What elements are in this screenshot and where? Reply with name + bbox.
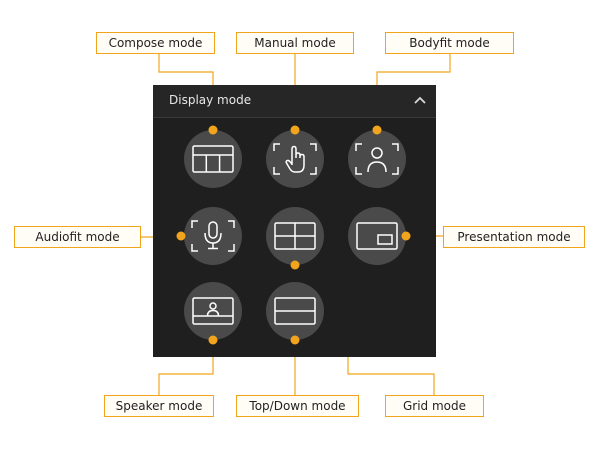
audiofit-mode-label: Audiofit mode	[14, 226, 141, 248]
speaker-mode-button[interactable]	[184, 282, 242, 340]
grid-layout-icon	[274, 222, 316, 250]
panel-title: Display mode	[169, 93, 252, 107]
leader-speaker	[158, 340, 214, 396]
hand-pointer-icon	[273, 143, 317, 175]
speaker-layout-icon	[192, 297, 234, 325]
presentation-mode-button[interactable]	[348, 207, 406, 265]
manual-mode-button[interactable]	[266, 130, 324, 188]
person-frame-icon	[355, 143, 399, 175]
grid-mode-button[interactable]	[266, 207, 324, 265]
bodyfit-mode-button[interactable]	[348, 130, 406, 188]
presentation-layout-icon	[356, 222, 398, 250]
compose-layout-icon	[192, 145, 234, 173]
top-down-layout-icon	[274, 297, 316, 325]
audiofit-mode-button[interactable]	[184, 207, 242, 265]
bodyfit-mode-label: Bodyfit mode	[385, 32, 514, 54]
compose-mode-label: Compose mode	[96, 32, 215, 54]
panel-header: Display mode	[153, 85, 436, 118]
topdown-mode-label: Top/Down mode	[236, 395, 359, 417]
speaker-mode-label: Speaker mode	[104, 395, 214, 417]
grid-mode-label: Grid mode	[385, 395, 484, 417]
compose-mode-button[interactable]	[184, 130, 242, 188]
chevron-up-icon[interactable]	[413, 95, 427, 105]
presentation-mode-label: Presentation mode	[443, 226, 585, 248]
manual-mode-label: Manual mode	[236, 32, 354, 54]
topdown-mode-button[interactable]	[266, 282, 324, 340]
microphone-frame-icon	[191, 220, 235, 252]
